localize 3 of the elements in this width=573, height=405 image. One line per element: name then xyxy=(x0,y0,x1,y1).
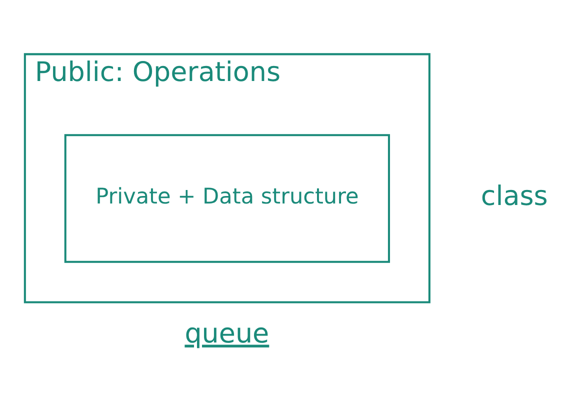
node-label: class xyxy=(480,181,548,212)
node-box: Private + Data structure xyxy=(64,134,390,263)
label: queue xyxy=(184,318,270,350)
